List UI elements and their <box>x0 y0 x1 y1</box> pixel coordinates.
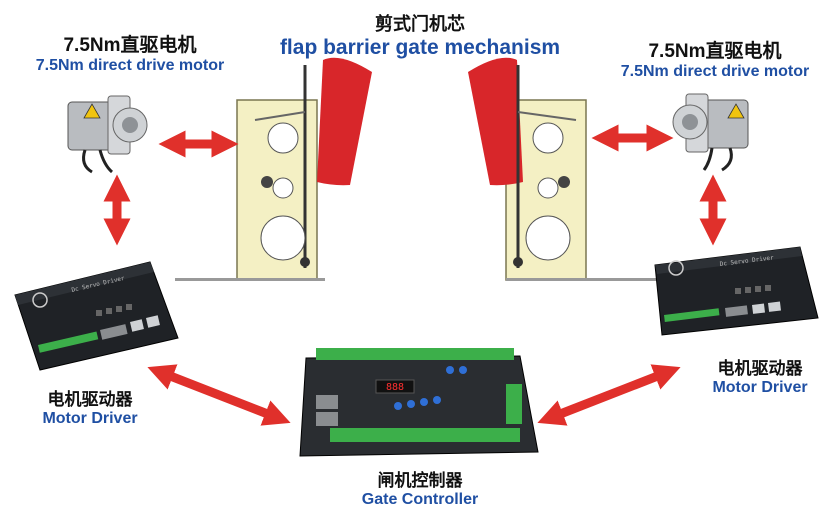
right-motor-cn: 7.5Nm直驱电机 <box>648 41 782 62</box>
right-driver-cn: 电机驱动器 <box>717 359 803 378</box>
left-flap <box>317 57 372 186</box>
center-title-label: 剪式门机芯 flap barrier gate mechanism <box>270 10 570 60</box>
left-motor-image <box>67 95 148 174</box>
controller-en: Gate Controller <box>361 491 479 508</box>
controller-cn: 闸机控制器 <box>377 471 463 490</box>
left-gate-mechanism <box>175 57 372 281</box>
right-motor-en: 7.5Nm direct drive motor <box>620 63 810 80</box>
left-motor-driver-image: Dc Servo Driver <box>14 261 179 371</box>
arrow-left-driver-controller <box>147 364 291 426</box>
right-driver-en: Motor Driver <box>712 379 808 396</box>
center-title-en: flap barrier gate mechanism <box>279 36 561 59</box>
right-flap <box>468 57 523 186</box>
left-driver-label: 电机驱动器 Motor Driver <box>20 385 160 428</box>
right-motor-label: 7.5Nm直驱电机 7.5Nm direct drive motor <box>605 36 825 81</box>
center-title-cn: 剪式门机芯 <box>375 14 465 34</box>
right-motor-driver-image: Dc Servo Driver <box>654 246 819 336</box>
left-motor-cn: 7.5Nm直驱电机 <box>63 35 197 56</box>
arrow-right-driver-controller <box>537 364 681 426</box>
left-motor-en: 7.5Nm direct drive motor <box>35 57 225 74</box>
arrows <box>103 124 727 426</box>
left-motor-label: 7.5Nm直驱电机 7.5Nm direct drive motor <box>20 30 240 75</box>
right-driver-label: 电机驱动器 Motor Driver <box>690 354 830 397</box>
controller-label: 闸机控制器 Gate Controller <box>330 466 510 509</box>
gate-controller-image: 888 <box>299 348 539 457</box>
left-driver-en: Motor Driver <box>42 410 138 427</box>
left-driver-cn: 电机驱动器 <box>47 390 133 409</box>
right-motor-image <box>672 93 749 172</box>
right-gate-mechanism <box>468 57 656 281</box>
controller-display: 888 <box>386 382 404 393</box>
